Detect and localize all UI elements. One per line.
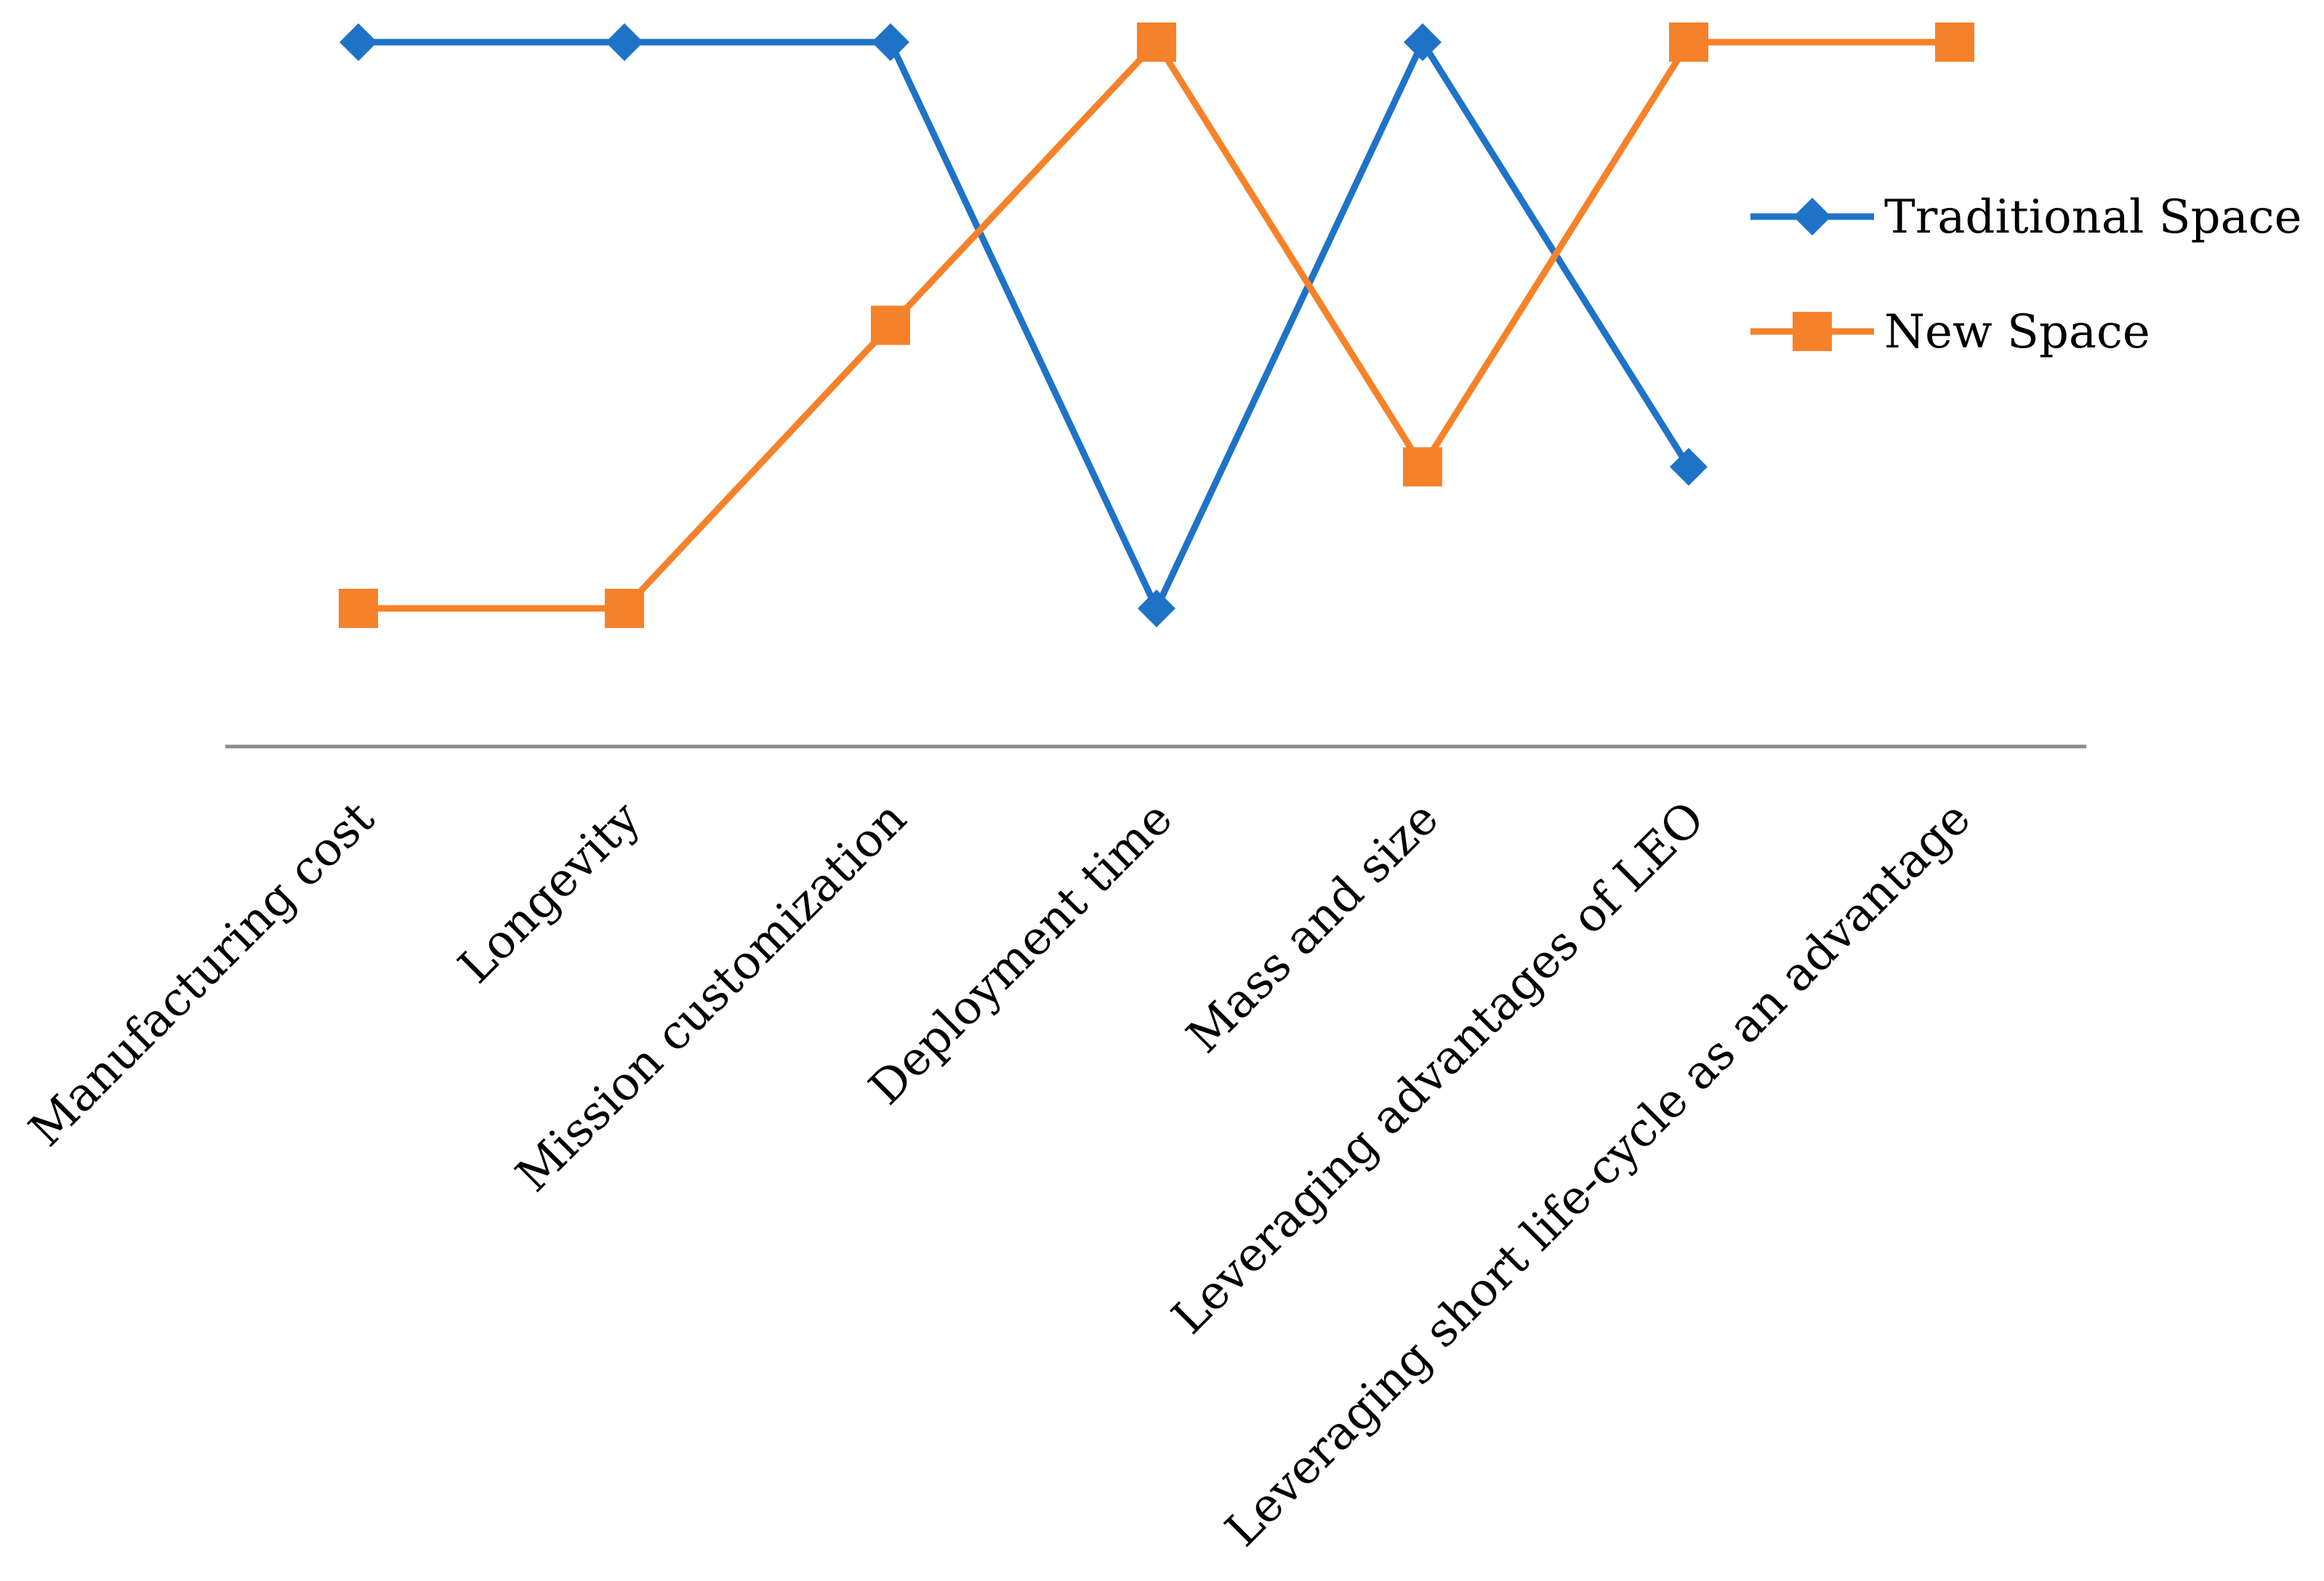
legend-entry: Traditional Space	[1750, 190, 2301, 244]
x-tick-label: Deployment time	[859, 792, 1183, 1115]
data-point	[1137, 23, 1176, 62]
series-traditional-space	[339, 23, 1708, 627]
data-point	[606, 23, 643, 61]
x-tick-label: Longevity	[449, 792, 651, 994]
data-point	[1403, 447, 1442, 487]
series-new-space	[339, 23, 1974, 628]
series-line	[358, 36, 1955, 612]
data-point	[339, 589, 378, 628]
data-point	[1935, 23, 1974, 62]
series-layer	[339, 23, 1974, 628]
data-point	[1669, 23, 1708, 62]
legend-entry: New Space	[1750, 305, 2150, 359]
legend-square-marker	[1793, 312, 1832, 351]
x-tick-label: Mass and size	[1177, 792, 1449, 1063]
data-point	[1404, 23, 1442, 61]
x-tick-label: Manufacturing cost	[19, 792, 385, 1157]
legend-label: New Space	[1884, 305, 2150, 359]
legend-diamond-marker	[1793, 198, 1831, 236]
data-point	[1670, 448, 1708, 486]
data-point	[872, 23, 909, 61]
data-point	[1138, 590, 1175, 627]
data-point	[339, 23, 377, 61]
data-point	[871, 305, 910, 345]
legend-label: Traditional Space	[1884, 190, 2301, 244]
series-line	[358, 35, 1692, 616]
x-tick-label: Leveraging advantages of LEO	[1162, 792, 1716, 1345]
data-point	[605, 589, 644, 628]
